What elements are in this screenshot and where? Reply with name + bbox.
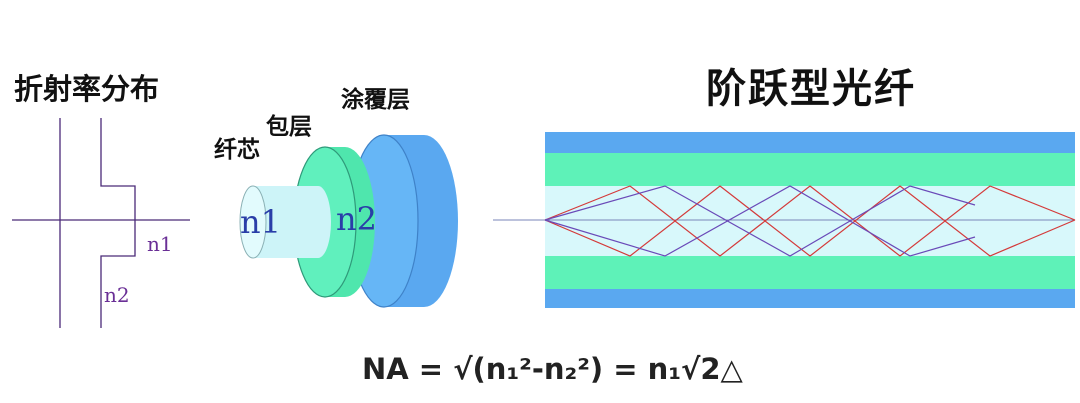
n1-profile-label: n1 (147, 232, 173, 256)
ray-purple (544, 185, 976, 257)
core-layer (253, 186, 331, 258)
coating-label: 涂覆层 (341, 87, 410, 113)
refractive-index-profile (12, 118, 190, 328)
numerical-aperture-formula: NA = √(n₁²-n₂²) = n₁√2△ (362, 352, 743, 386)
core-label: 纤芯 (214, 137, 260, 163)
ray-red (544, 185, 1076, 257)
ray-red-2 (544, 185, 1076, 257)
main-title: 阶跃型光纤 (706, 66, 916, 112)
n2-cladding-label: n2 (336, 200, 377, 238)
fiber-3d-model (239, 134, 458, 308)
profile-title: 折射率分布 (14, 72, 160, 106)
fiber-core (545, 186, 1075, 256)
core-face (239, 185, 267, 259)
ray-purple-2 (544, 185, 976, 257)
cladding-label: 包层 (266, 114, 312, 140)
n2-profile-label: n2 (104, 283, 130, 307)
n1-core-label: n1 (240, 203, 281, 241)
fiber-cladding-bottom (545, 256, 1075, 289)
fiber-coating-bottom (545, 289, 1075, 308)
fiber-cladding-top (545, 153, 1075, 186)
step-index-fiber-view (493, 132, 1076, 308)
profile-step-curve (100, 118, 136, 328)
fiber-coating-top (545, 132, 1075, 153)
